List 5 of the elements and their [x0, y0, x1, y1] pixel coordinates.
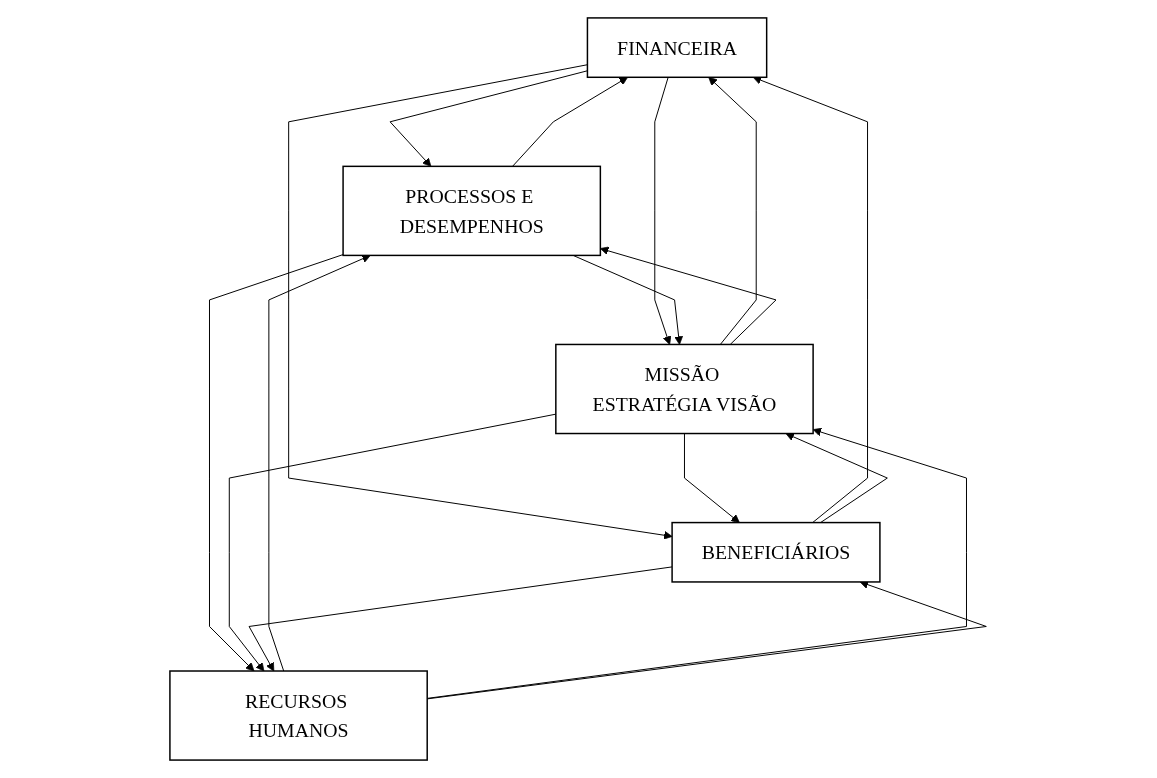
node-box: PROCESSOS E DESEMPENHOS [342, 165, 602, 257]
node-box: MISSÃO ESTRATÉGIA VISÃO [555, 343, 815, 435]
node-box: FINANCEIRA [587, 17, 768, 79]
node-box: RECURSOS HUMANOS [169, 670, 429, 761]
node-box: BENEFICIÁRIOS [671, 521, 882, 583]
